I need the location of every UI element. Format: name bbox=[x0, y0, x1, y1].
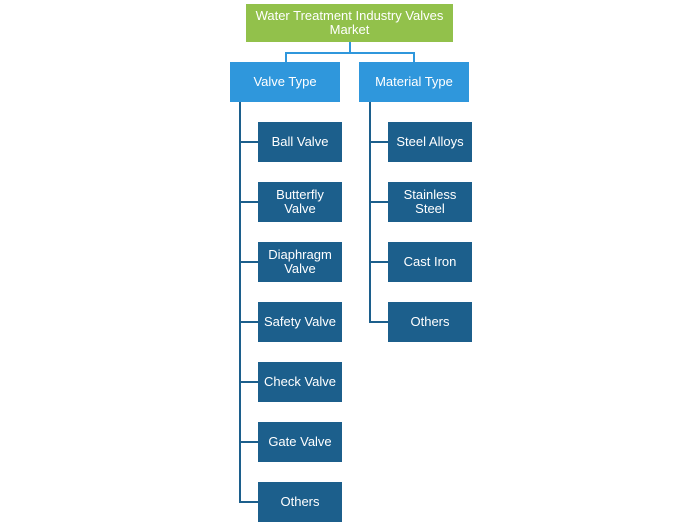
valve-type-tick-5 bbox=[239, 381, 258, 383]
valve-type-spine bbox=[239, 102, 241, 502]
leaf-label: Diaphragm Valve bbox=[268, 247, 332, 276]
leaf-safety-valve: Safety Valve bbox=[258, 302, 342, 342]
leaf-stainless-steel: Stainless Steel bbox=[388, 182, 472, 222]
valve-type-tick-4 bbox=[239, 321, 258, 323]
leaf-label: Others bbox=[280, 494, 320, 509]
leaf-butterfly-valve: Butterfly Valve bbox=[258, 182, 342, 222]
material-type-tick-1 bbox=[369, 141, 388, 143]
leaf-cast-iron: Cast Iron bbox=[388, 242, 472, 282]
root-node-label: Water Treatment Industry Valves Market bbox=[255, 8, 444, 37]
material-type-spine bbox=[369, 102, 371, 322]
root-connector-horizontal bbox=[285, 52, 415, 54]
category-valve-type: Valve Type bbox=[230, 62, 340, 102]
valve-type-connector bbox=[285, 52, 287, 62]
leaf-valve-others: Others bbox=[258, 482, 342, 522]
material-type-tick-3 bbox=[369, 261, 388, 263]
category-material-type: Material Type bbox=[359, 62, 469, 102]
root-node: Water Treatment Industry Valves Market bbox=[246, 4, 453, 42]
material-type-connector bbox=[413, 52, 415, 62]
leaf-check-valve: Check Valve bbox=[258, 362, 342, 402]
leaf-material-others: Others bbox=[388, 302, 472, 342]
leaf-label: Butterfly Valve bbox=[276, 187, 324, 216]
leaf-label: Stainless Steel bbox=[403, 187, 457, 216]
valve-type-tick-1 bbox=[239, 141, 258, 143]
leaf-label: Gate Valve bbox=[268, 434, 332, 449]
root-connector-vertical bbox=[349, 42, 351, 54]
leaf-diaphragm-valve: Diaphragm Valve bbox=[258, 242, 342, 282]
valve-type-tick-3 bbox=[239, 261, 258, 263]
leaf-label: Ball Valve bbox=[271, 134, 329, 149]
leaf-label: Steel Alloys bbox=[396, 134, 464, 149]
leaf-label: Cast Iron bbox=[403, 254, 457, 269]
leaf-gate-valve: Gate Valve bbox=[258, 422, 342, 462]
leaf-label: Others bbox=[410, 314, 450, 329]
category-label: Material Type bbox=[375, 74, 453, 89]
category-label: Valve Type bbox=[253, 74, 317, 89]
leaf-ball-valve: Ball Valve bbox=[258, 122, 342, 162]
leaf-label: Safety Valve bbox=[263, 314, 337, 329]
valve-type-tick-6 bbox=[239, 441, 258, 443]
valve-type-tick-2 bbox=[239, 201, 258, 203]
material-type-tick-2 bbox=[369, 201, 388, 203]
leaf-steel-alloys: Steel Alloys bbox=[388, 122, 472, 162]
valve-type-tick-7 bbox=[239, 501, 258, 503]
material-type-tick-4 bbox=[369, 321, 388, 323]
leaf-label: Check Valve bbox=[263, 374, 336, 389]
